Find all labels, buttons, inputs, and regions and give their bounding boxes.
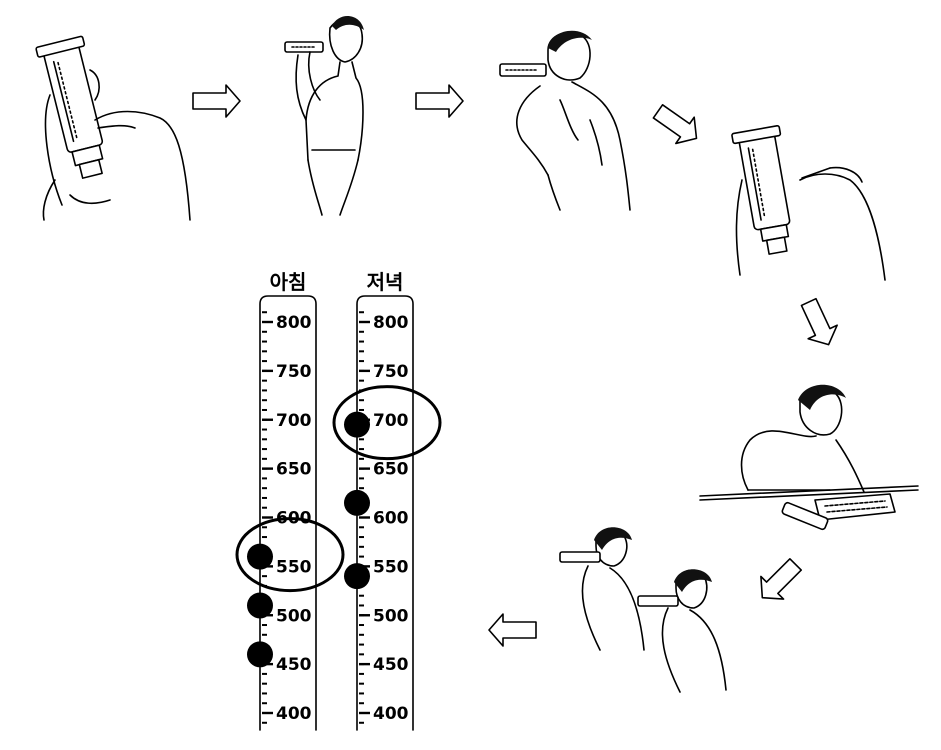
step-1-reset-meter-illustration: [35, 35, 191, 221]
gauge-tick-label: 500: [276, 606, 312, 626]
arrow-left-icon: [488, 613, 537, 647]
gauge-tick-label: 450: [373, 655, 409, 675]
best-reading-circle: [332, 385, 442, 461]
gauge-tick-label: 550: [276, 557, 312, 577]
best-reading-circle: [235, 517, 345, 593]
gauge-tick-label: 700: [373, 411, 409, 431]
arrow-down-icon: [800, 297, 838, 346]
gauge-tick-label: 400: [276, 704, 312, 724]
reading-dot: [344, 411, 370, 438]
reading-dot: [344, 563, 370, 590]
step-3-blow-into-meter-illustration: [499, 30, 631, 211]
gauge-tick-label: 700: [276, 411, 312, 431]
gauge-tick-label: 800: [276, 313, 312, 333]
gauge-tick-label: 600: [373, 509, 409, 529]
step-6-repeat-measurement-illustration: [559, 527, 727, 693]
gauge-tick-label: 750: [373, 362, 409, 382]
arrow-down-right-icon: [652, 104, 698, 145]
gauge-tick-label: 450: [276, 655, 312, 675]
gauge-1: 저녁 800 750 700 650 600 550 500 450 400: [332, 270, 442, 731]
peak-flow-gauges: 아침 800 750 700 650 600 550 500 450 400 저녁 800 750 700…: [235, 270, 442, 731]
step-5-record-reading-illustration: [699, 384, 919, 531]
gauge-tick-label: 800: [373, 313, 409, 333]
gauge-tick-label: 650: [276, 460, 312, 480]
gauge-title: 아침: [270, 270, 307, 294]
step-2-stand-upright-illustration: [284, 15, 364, 216]
gauge-title: 저녁: [367, 270, 404, 294]
reading-dot: [247, 641, 273, 668]
gauge-tick-label: 750: [276, 362, 312, 382]
arrow-right-icon: [192, 84, 241, 118]
reading-dot: [247, 543, 273, 570]
gauge-tick-label: 650: [373, 460, 409, 480]
gauge-tick-label: 400: [373, 704, 409, 724]
gauge-tube: [259, 295, 317, 731]
gauge-tick-label: 550: [373, 557, 409, 577]
gauge-tube: [356, 295, 414, 731]
gauge-tick-label: 500: [373, 606, 409, 626]
reading-dot: [344, 489, 370, 516]
reading-dot: [247, 592, 273, 619]
step-4-read-meter-illustration: [731, 124, 886, 281]
flow-arrows: [192, 84, 838, 647]
arrow-right-icon: [415, 84, 464, 118]
arrow-down-left-icon: [760, 557, 803, 600]
